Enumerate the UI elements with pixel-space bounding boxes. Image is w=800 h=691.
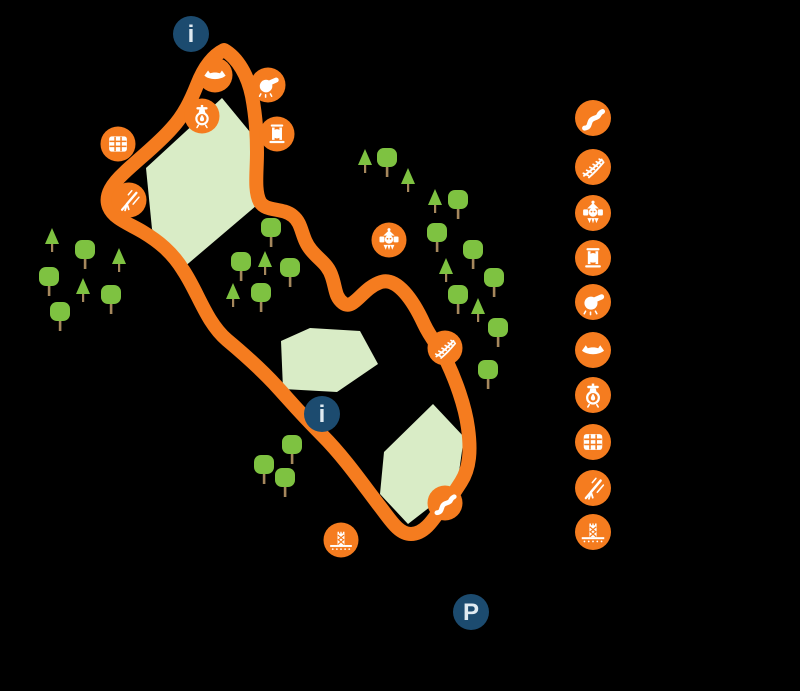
conifer-tree	[401, 168, 415, 192]
legend-column	[575, 100, 611, 550]
climbing-grid-icon	[108, 135, 128, 153]
info-circle	[173, 16, 209, 52]
conifer-tree	[428, 189, 442, 213]
legend-item-totem	[575, 195, 611, 231]
parking-circle	[453, 594, 489, 630]
meadow-middle	[281, 328, 378, 392]
legend-item-pump	[575, 377, 611, 413]
poi-whistle	[250, 67, 286, 103]
deciduous-tree	[231, 252, 251, 281]
poi-comet	[111, 182, 147, 218]
legend-item-lantern	[575, 240, 611, 276]
deciduous-tree	[448, 285, 468, 314]
parking-marker: P	[453, 594, 489, 630]
conifer-tree	[76, 278, 90, 302]
map-markers: i iP	[173, 16, 489, 630]
deciduous-tree	[39, 267, 59, 296]
marker-label: i	[319, 401, 326, 428]
deciduous-tree	[261, 218, 281, 247]
legend-item-whistle	[575, 284, 611, 320]
legend-item-hammock	[575, 332, 611, 368]
legend-item-climbing-grid	[575, 424, 611, 460]
deciduous-tree	[463, 240, 483, 269]
marker-label: i	[188, 21, 195, 48]
poi-pump	[184, 98, 220, 134]
deciduous-tree	[484, 268, 504, 297]
deciduous-tree	[488, 318, 508, 347]
deciduous-tree	[478, 360, 498, 389]
legend-item-slide	[575, 100, 611, 136]
deciduous-tree	[50, 302, 70, 331]
deciduous-tree	[282, 435, 302, 464]
poi-lantern	[259, 116, 295, 152]
poi-railway	[427, 330, 463, 366]
conifer-tree	[226, 283, 240, 307]
info-marker: i	[173, 16, 209, 52]
marker-label: P	[463, 599, 479, 626]
deciduous-tree	[75, 240, 95, 269]
meadow-upper	[146, 98, 257, 268]
legend-item-bridge	[575, 514, 611, 550]
conifer-tree	[45, 228, 59, 252]
conifer-tree	[112, 248, 126, 272]
poi-slide	[427, 485, 463, 521]
deciduous-tree	[254, 455, 274, 484]
info-marker: i	[304, 396, 340, 432]
legend-circle	[575, 149, 611, 185]
deciduous-tree	[427, 223, 447, 252]
deciduous-tree	[377, 148, 397, 177]
conifer-tree	[358, 149, 372, 173]
legend-item-comet	[575, 470, 611, 506]
deciduous-tree	[251, 283, 271, 312]
deciduous-tree	[275, 468, 295, 497]
conifer-tree	[471, 298, 485, 322]
info-circle	[304, 396, 340, 432]
poi-hammock	[197, 57, 233, 93]
deciduous-tree	[101, 285, 121, 314]
poi-circle	[427, 330, 463, 366]
deciduous-tree	[448, 190, 468, 219]
poi-totem	[371, 222, 407, 258]
poi-bridge	[323, 522, 359, 558]
poi-climbing-grid	[100, 126, 136, 162]
deciduous-tree	[280, 258, 300, 287]
legend-item-railway	[575, 149, 611, 185]
conifer-tree	[439, 258, 453, 282]
conifer-tree	[258, 251, 272, 275]
trail-stations	[100, 57, 463, 558]
climbing-grid-icon	[582, 433, 604, 451]
